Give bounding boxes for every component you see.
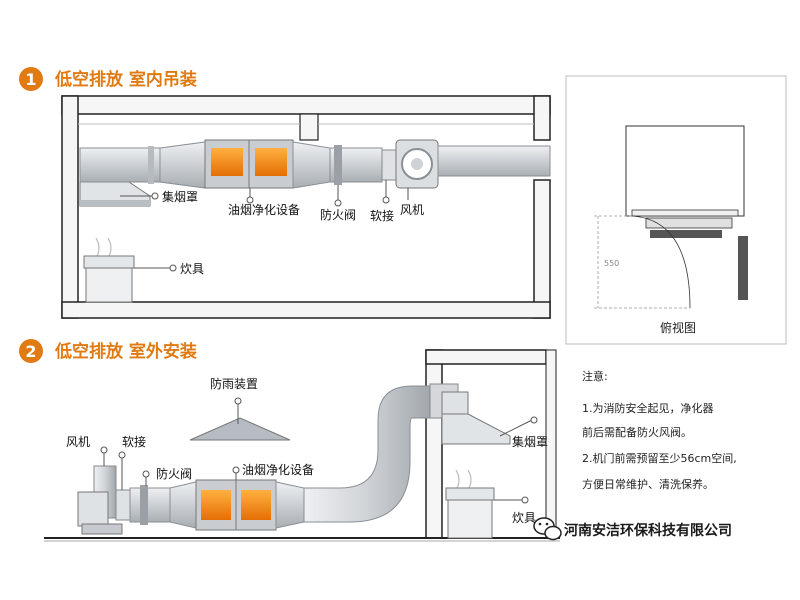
outdoor-label-purifier: 油烟净化设备 (242, 463, 314, 477)
indoor-purifier-panel-1 (211, 148, 243, 176)
indoor-label-purifier: 油烟净化设备 (228, 203, 300, 217)
outdoor-label-fire-valve: 防火阀 (156, 466, 192, 481)
indoor-labels: 集烟罩 油烟净化设备 防火阀 软接 风机 炊具 (120, 180, 424, 276)
outdoor-fire-valve (140, 485, 148, 525)
outdoor-label-hood: 集烟罩 (512, 434, 548, 449)
indoor-fire-valve (334, 145, 342, 185)
indoor-label-fire-valve: 防火阀 (320, 207, 356, 222)
indoor-room (61, 95, 551, 319)
section-1-number: 1 (25, 70, 36, 89)
outdoor-labels: 防雨装置 风机 软接 防火阀 油烟净化设备 集烟罩 炊具 (66, 376, 548, 525)
indoor-label-hood: 集烟罩 (162, 189, 198, 204)
plan-dimension: 550 (604, 259, 619, 268)
plan-view-title: 俯视图 (660, 320, 696, 335)
indoor-purifier-panel-2 (255, 148, 287, 176)
indoor-label-soft-joint: 软接 (370, 208, 394, 223)
plan-door-panel (738, 236, 748, 300)
outdoor-label-fan: 风机 (66, 435, 90, 449)
plan-view-panel: 550 俯视图 (565, 75, 787, 345)
indoor-duct (79, 139, 551, 189)
section-1-title: 低空排放 室内吊装 (54, 69, 197, 90)
outdoor-hood (441, 391, 511, 445)
section-2-header: 2 低空排放 室外安装 (19, 339, 197, 363)
wechat-icon (533, 517, 562, 541)
section-2-title: 低空排放 室外安装 (54, 341, 197, 362)
section-1-header: 1 低空排放 室内吊装 (19, 67, 197, 91)
indoor-stove (83, 237, 135, 303)
notes-line-2: 前后需配备防火风阀。 (582, 425, 692, 439)
indoor-label-fan: 风机 (400, 203, 424, 217)
outdoor-purifier-panel-2 (241, 490, 271, 520)
outdoor-soft-joint (115, 489, 131, 521)
section-2-number: 2 (25, 342, 36, 361)
section-2-badge (19, 339, 43, 363)
outdoor-stove (445, 469, 495, 539)
notes-line-3: 2.机门前需预留至少56cm空间, (582, 451, 737, 465)
outdoor-purifier-panel-1 (201, 490, 231, 520)
outdoor-label-soft-joint: 软接 (122, 434, 146, 449)
notes-heading: 注意: (582, 369, 608, 383)
notes-line-4: 方便日常维护、清洗保养。 (582, 477, 714, 491)
indoor-soft-joint (381, 149, 397, 181)
notes-block: 注意: 1.为消防安全起见，净化器 前后需配备防火风阀。 2.机门前需预留至少5… (582, 369, 737, 491)
section-1-badge (19, 67, 43, 91)
watermark: 河南安洁环保科技有限公司 (533, 517, 732, 541)
indoor-label-stove: 炊具 (180, 262, 204, 276)
outdoor-fan (77, 491, 109, 527)
outdoor-rain-cover (189, 417, 291, 441)
watermark-text: 河南安洁环保科技有限公司 (564, 522, 732, 539)
outdoor-label-rain-cover: 防雨装置 (210, 376, 258, 391)
outdoor-duct (77, 383, 459, 535)
outdoor-label-stove: 炊具 (512, 511, 536, 525)
notes-line-1: 1.为消防安全起见，净化器 (582, 401, 714, 415)
